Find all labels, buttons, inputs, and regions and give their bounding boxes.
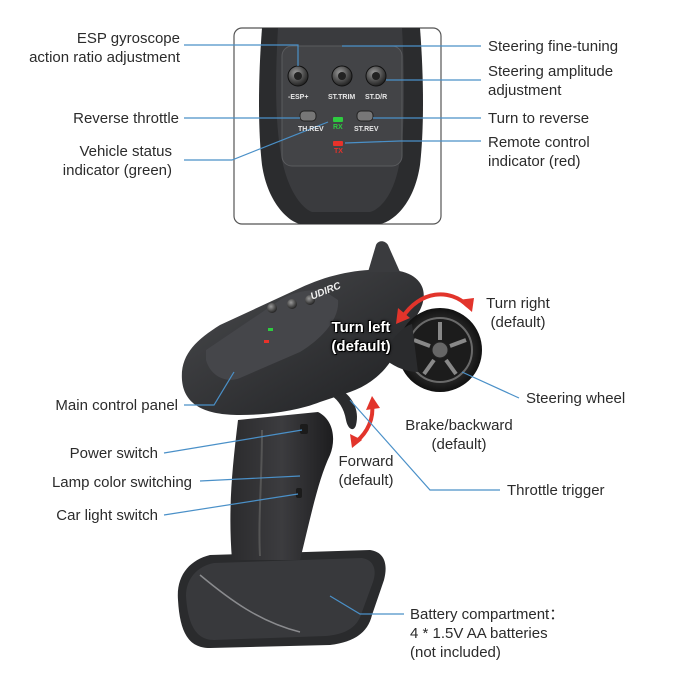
label-main-control-panel: Main control panel: [55, 397, 178, 414]
label-steering-amplitude: Steering amplitude adjustment: [488, 63, 614, 99]
panel-label-st-rev: ST.REV: [354, 126, 379, 133]
leader-lines: [163, 44, 520, 615]
label-esp-gyroscope: ESP gyroscope action ratio adjustment: [29, 30, 180, 66]
panel-label-st-dr: ST.D/R: [365, 94, 388, 101]
label-throttle-trigger: Throttle trigger: [507, 482, 605, 499]
label-turn-to-reverse: Turn to reverse: [488, 110, 590, 127]
label-battery-compartment: Battery compartment： 4 * 1.5V AA batteri…: [410, 606, 565, 661]
label-lamp-color-switching: Lamp color switching: [51, 474, 192, 491]
st-rev-switch[interactable]: [356, 110, 374, 122]
label-remote-control-indicator: Remote control indicator (red): [488, 134, 590, 170]
label-brake-backward: Brake/backward (default): [405, 417, 513, 453]
label-power-switch: Power switch: [69, 445, 158, 462]
label-vehicle-status: Vehicle status indicator (green): [62, 143, 172, 179]
label-turn-left: Turn left (default): [331, 319, 391, 355]
panel-label-rx: RX: [333, 124, 343, 131]
panel-label-tx: TX: [334, 148, 343, 155]
controller-illustration: [177, 241, 482, 648]
label-turn-right: Turn right (default): [486, 295, 550, 331]
label-car-light-switch: Car light switch: [56, 507, 158, 524]
label-steering-fine-tuning: Steering fine-tuning: [488, 38, 619, 55]
th-rev-switch[interactable]: [299, 110, 317, 122]
panel-label-th-rev: TH.REV: [298, 126, 324, 133]
label-steering-wheel: Steering wheel: [526, 390, 626, 407]
label-reverse-throttle: Reverse throttle: [73, 110, 179, 127]
label-forward: Forward (default): [338, 453, 394, 489]
tx-led: [333, 141, 343, 146]
panel-label-esp: -ESP+: [288, 94, 309, 101]
rx-led: [333, 117, 343, 122]
panel-label-st-trim: ST.TRIM: [328, 94, 356, 101]
panel-closeup: [233, 27, 442, 225]
